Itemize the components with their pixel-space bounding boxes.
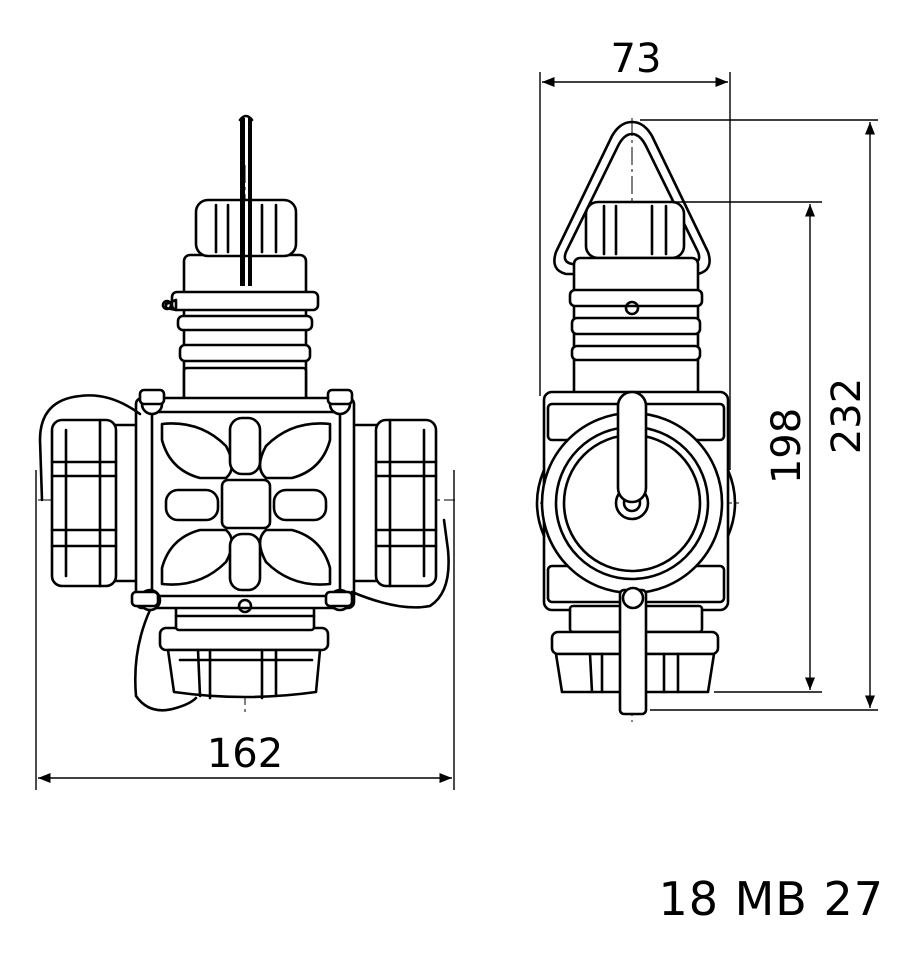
- bottom-nut: [158, 602, 330, 700]
- bottom-cord: [133, 608, 198, 712]
- side-width-label: 73: [611, 36, 662, 82]
- side-bonnet: [568, 256, 704, 402]
- overall-height-label: 232: [824, 378, 870, 454]
- right-port: [348, 418, 438, 588]
- side-top-cap: [584, 200, 686, 260]
- side-width-dimension: 73: [539, 36, 731, 470]
- side-view: 73 198 232: [535, 36, 878, 722]
- front-width-label: 162: [207, 731, 283, 777]
- left-port: [50, 418, 144, 588]
- front-view: 162: [35, 114, 455, 790]
- inner-height-dimension: 198: [650, 201, 822, 693]
- left-cord: [38, 394, 142, 502]
- front-valve-body: [130, 388, 356, 614]
- overall-height-dimension: 232: [640, 119, 878, 711]
- front-top-cap: [194, 114, 298, 286]
- side-bottom-nut: [550, 586, 720, 716]
- right-cord: [350, 518, 450, 609]
- inner-height-label: 198: [764, 408, 810, 484]
- front-bonnet: [161, 253, 320, 407]
- model-code: 18 MB 27: [658, 872, 884, 926]
- front-width-dimension: 162: [35, 470, 455, 790]
- side-valve-body: [535, 390, 737, 612]
